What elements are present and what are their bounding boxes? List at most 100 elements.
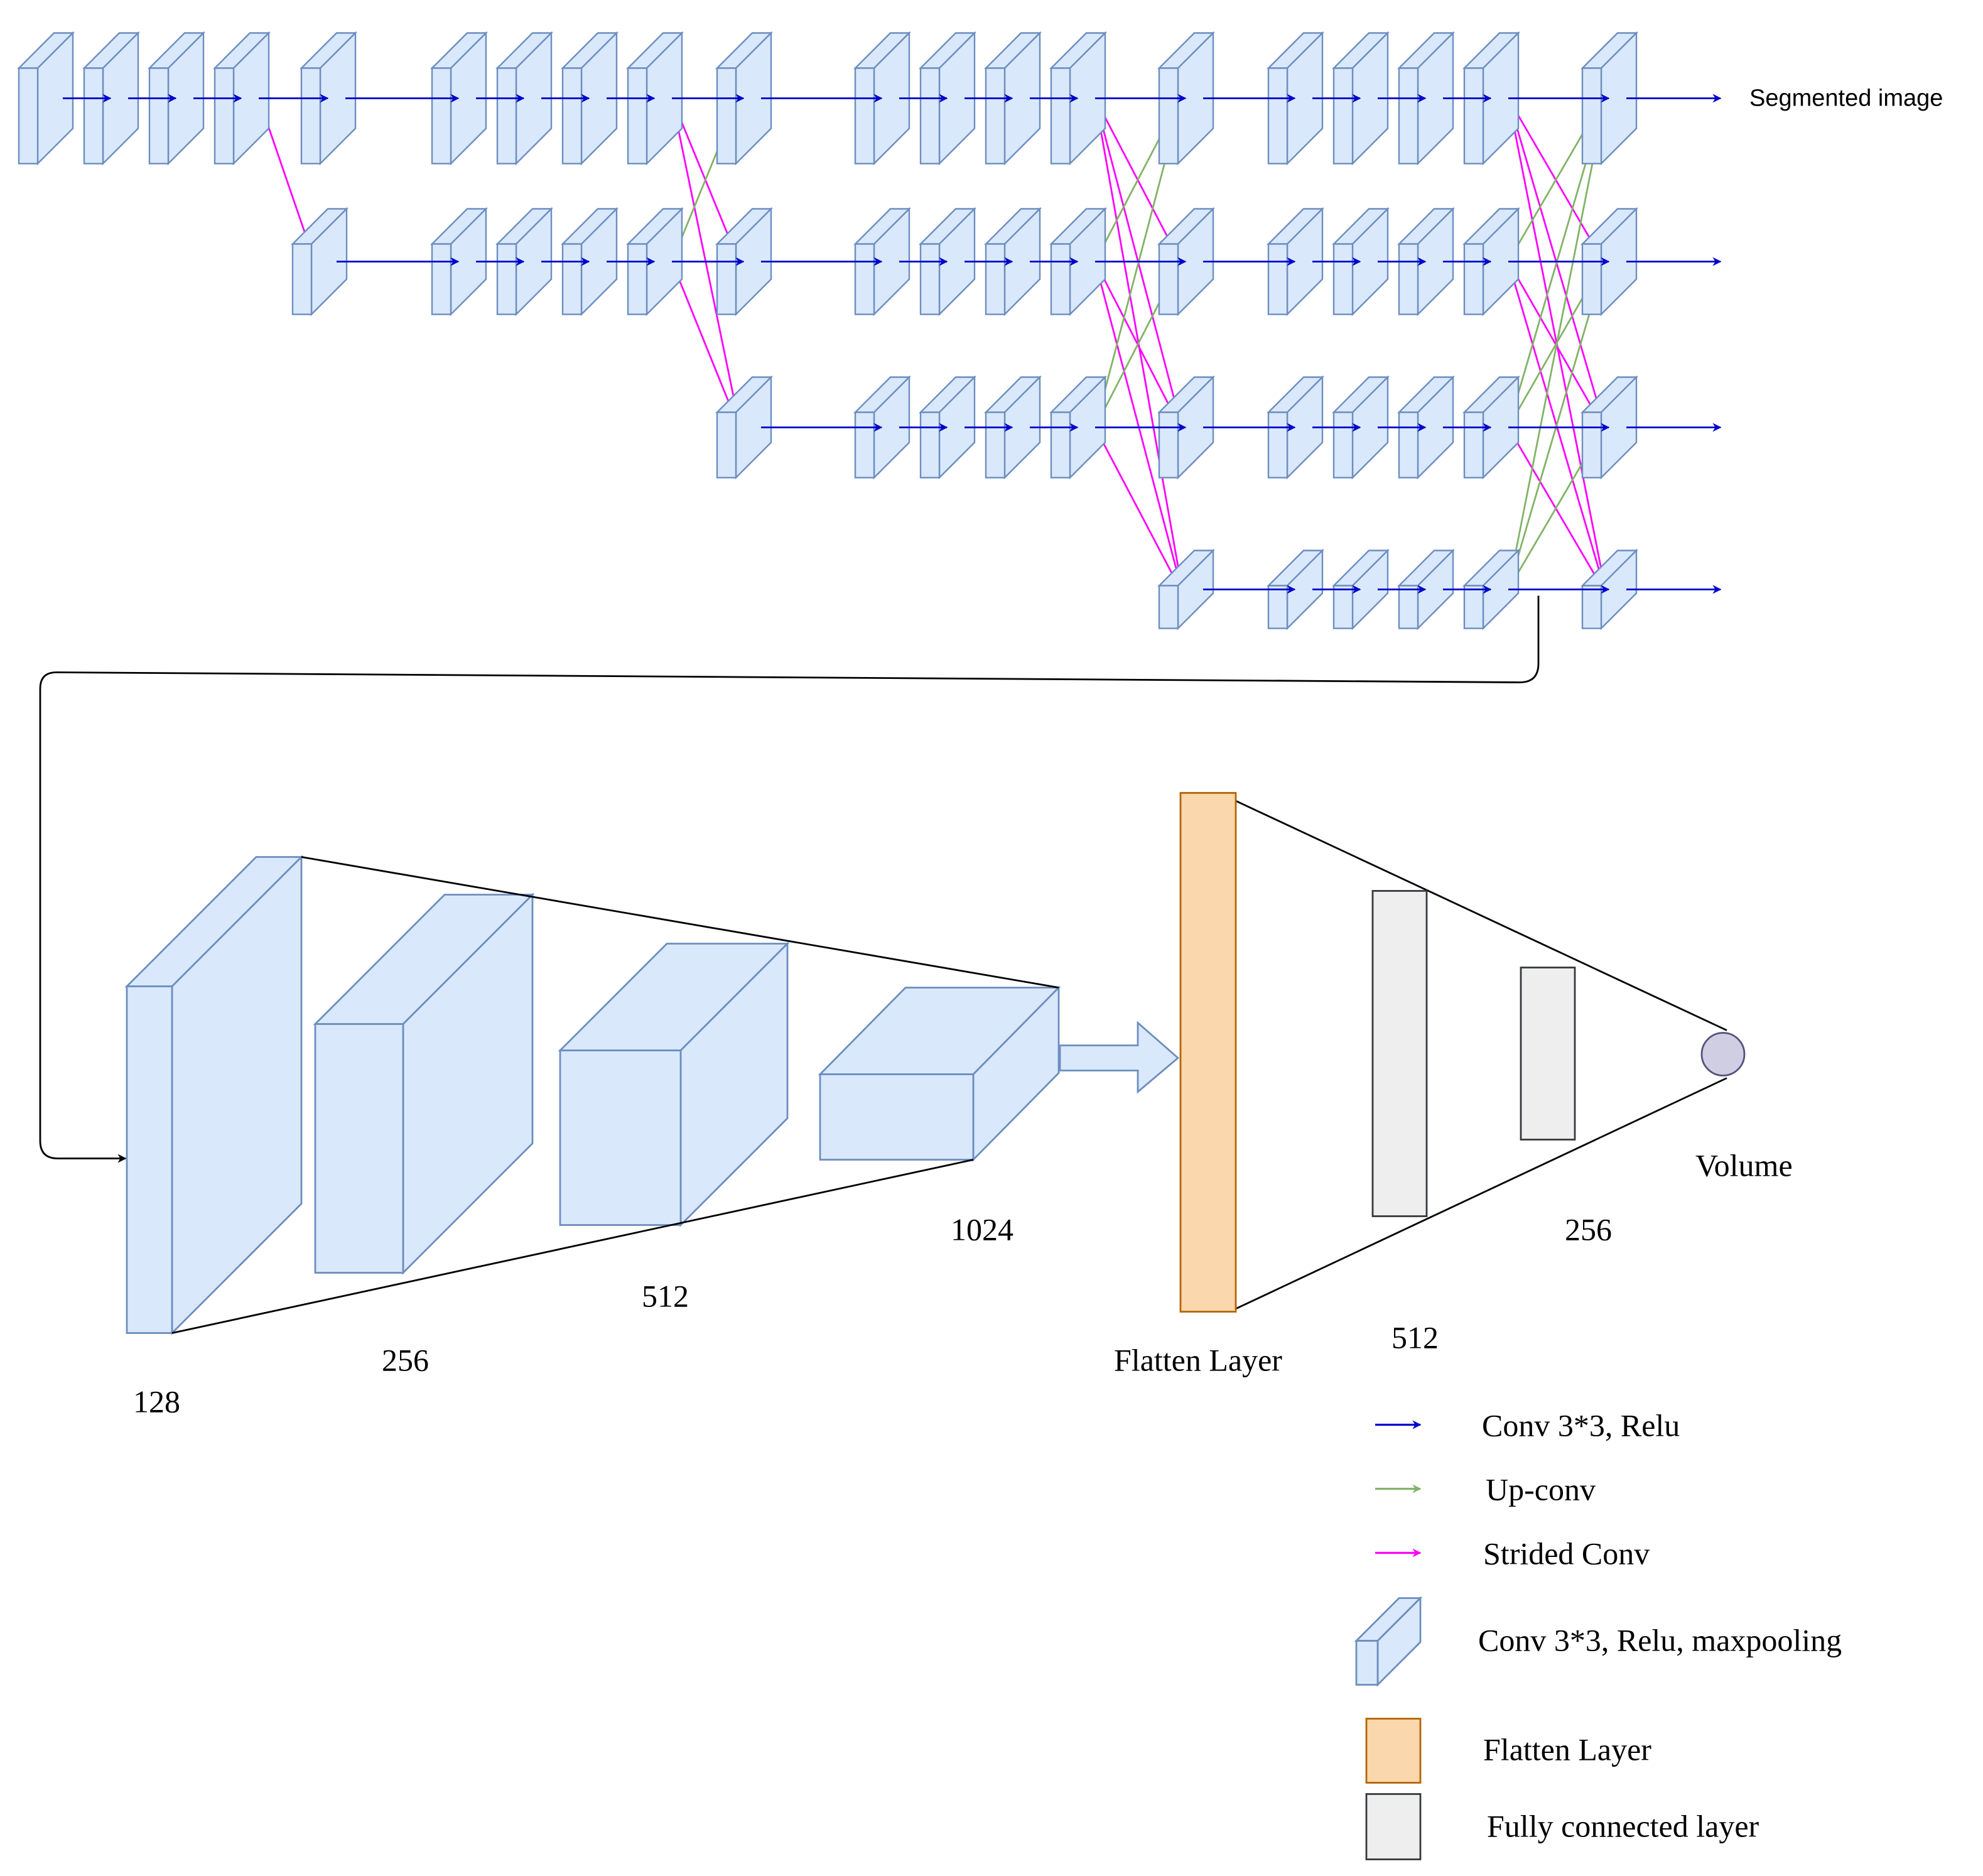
- encoder-funnel-top: [301, 856, 1059, 989]
- conv-block-r1-4: [626, 207, 684, 317]
- encoder-label-256: 256: [382, 1343, 429, 1378]
- encoder-block-512: [558, 941, 790, 1227]
- conv-block-r0-10: [853, 31, 911, 166]
- conv-block-r0-18: [1462, 31, 1520, 166]
- head-funnel-top: [1229, 797, 1727, 1031]
- bridge-connector: [39, 595, 1540, 1163]
- flatten-layer-label: Flatten Layer: [1114, 1343, 1282, 1378]
- conv-block-r1-9: [1049, 207, 1107, 317]
- encoder-block-256: [313, 892, 535, 1275]
- legend-block-label: Conv 3*3, Relu, maxpooling: [1478, 1623, 1842, 1658]
- conv-block-r2-7: [1332, 375, 1390, 480]
- conv-block-r1-13: [1397, 207, 1455, 317]
- fc-layer-512: [1371, 890, 1428, 1217]
- conv-block-r1-5: [715, 207, 773, 317]
- conv-block-r0-14: [1157, 31, 1215, 166]
- encoder-funnel-bottom: [171, 1159, 974, 1334]
- conv-block-r1-6: [853, 207, 911, 317]
- fc-label-512: 512: [1391, 1320, 1439, 1355]
- conv-block-r0-16: [1332, 31, 1390, 166]
- strided-arrow-s2-0-2: [1094, 98, 1186, 433]
- conv-block-r0-1: [82, 31, 140, 166]
- conv-block-r3-3: [1397, 548, 1455, 631]
- conv-block-r1-15: [1580, 207, 1638, 317]
- encoder-label-1024: 1024: [951, 1212, 1013, 1247]
- fc-layer-256: [1520, 967, 1576, 1141]
- legend-flatten-swatch: [1365, 1718, 1422, 1784]
- conv-block-r0-9: [715, 31, 773, 166]
- fc-label-256: 256: [1565, 1212, 1612, 1247]
- conv-block-r0-6: [495, 31, 553, 166]
- conv-block-r0-17: [1397, 31, 1455, 166]
- conv-block-r3-0: [1157, 548, 1215, 631]
- conv-block-r3-4: [1462, 548, 1520, 631]
- conv-block-r1-0: [291, 207, 349, 317]
- conv-block-r1-7: [919, 207, 976, 317]
- conv-block-r1-10: [1157, 207, 1215, 317]
- conv-block-r2-9: [1462, 375, 1520, 480]
- volume-label: Volume: [1695, 1148, 1793, 1183]
- conv-block-r3-2: [1332, 548, 1390, 631]
- conv-block-r2-2: [919, 375, 976, 480]
- strided-arrow-s3-2-3: [1507, 426, 1607, 595]
- conv-block-r0-4: [300, 31, 357, 166]
- conv-block-r2-3: [984, 375, 1042, 480]
- encoder-block-128: [124, 855, 304, 1335]
- conv-block-r1-1: [430, 207, 488, 317]
- conv-block-r1-3: [561, 207, 619, 317]
- conv-block-r0-12: [984, 31, 1042, 166]
- strided-arrow-s3-0-2: [1507, 98, 1609, 433]
- conv-blocks: [17, 31, 1638, 631]
- legend-fc-swatch: [1365, 1793, 1422, 1860]
- multi-resolution-segmentation-network: Segmented image: [17, 31, 1943, 631]
- encoder-block-1024: [818, 985, 1061, 1162]
- conv-block-r0-11: [919, 31, 976, 166]
- legend-upconv-label: Up-conv: [1486, 1472, 1596, 1507]
- volume-output-node: [1700, 1032, 1746, 1076]
- conv-block-r2-6: [1267, 375, 1324, 480]
- conv-block-r2-0: [715, 375, 773, 480]
- conv-block-r0-5: [430, 31, 488, 166]
- conv-block-r0-0: [17, 31, 75, 166]
- conv-block-r0-19: [1580, 31, 1638, 166]
- segmented-image-label: Segmented image: [1749, 85, 1943, 112]
- conv-block-r0-13: [1049, 31, 1107, 166]
- legend-conv-label: Conv 3*3, Relu: [1482, 1408, 1680, 1443]
- up-conv-connections: [671, 92, 1609, 590]
- conv-block-r1-12: [1332, 207, 1390, 317]
- legend-fc-label: Fully connected layer: [1487, 1809, 1759, 1844]
- legend: Conv 3*3, Relu Up-conv Strided Conv Conv…: [1354, 1408, 1842, 1860]
- conv-block-r0-3: [213, 31, 271, 166]
- conv-block-r2-8: [1397, 375, 1455, 480]
- flatten-transition-arrow: [1059, 1021, 1180, 1094]
- strided-arrow-s2-2-3: [1094, 426, 1184, 595]
- conv-block-r1-11: [1267, 207, 1324, 317]
- upconv-arrow-s3-3-0: [1507, 92, 1609, 590]
- conv-block-r0-7: [561, 31, 619, 166]
- encoder-blocks: [124, 855, 1061, 1335]
- conv-block-r1-8: [984, 207, 1042, 317]
- conv-block-r0-8: [626, 31, 684, 166]
- encoder-label-128: 128: [133, 1384, 180, 1419]
- conv-block-r2-1: [853, 375, 911, 480]
- conv-block-r2-4: [1049, 375, 1107, 480]
- head-funnel-bottom: [1229, 1077, 1727, 1313]
- conv-block-r1-14: [1462, 207, 1520, 317]
- strided-conv-connections: [257, 97, 1609, 595]
- conv-block-r1-2: [495, 207, 553, 317]
- conv-block-r0-2: [148, 31, 205, 166]
- strided-arrow-s1-0-2: [671, 98, 744, 433]
- legend-flatten-label: Flatten Layer: [1483, 1732, 1651, 1767]
- conv-block-r0-15: [1267, 31, 1324, 166]
- legend-strided-label: Strided Conv: [1483, 1536, 1650, 1571]
- encoder-label-512: 512: [642, 1279, 689, 1314]
- conv-block-r3-1: [1267, 548, 1324, 631]
- conv-block-r3-5: [1580, 548, 1638, 631]
- conv-block-r2-5: [1157, 375, 1215, 480]
- legend-block-icon: [1354, 1596, 1423, 1687]
- conv-block-r2-10: [1580, 375, 1638, 480]
- regression-head: [1179, 792, 1746, 1313]
- conv-connections: [63, 94, 1722, 594]
- flatten-layer: [1179, 792, 1237, 1313]
